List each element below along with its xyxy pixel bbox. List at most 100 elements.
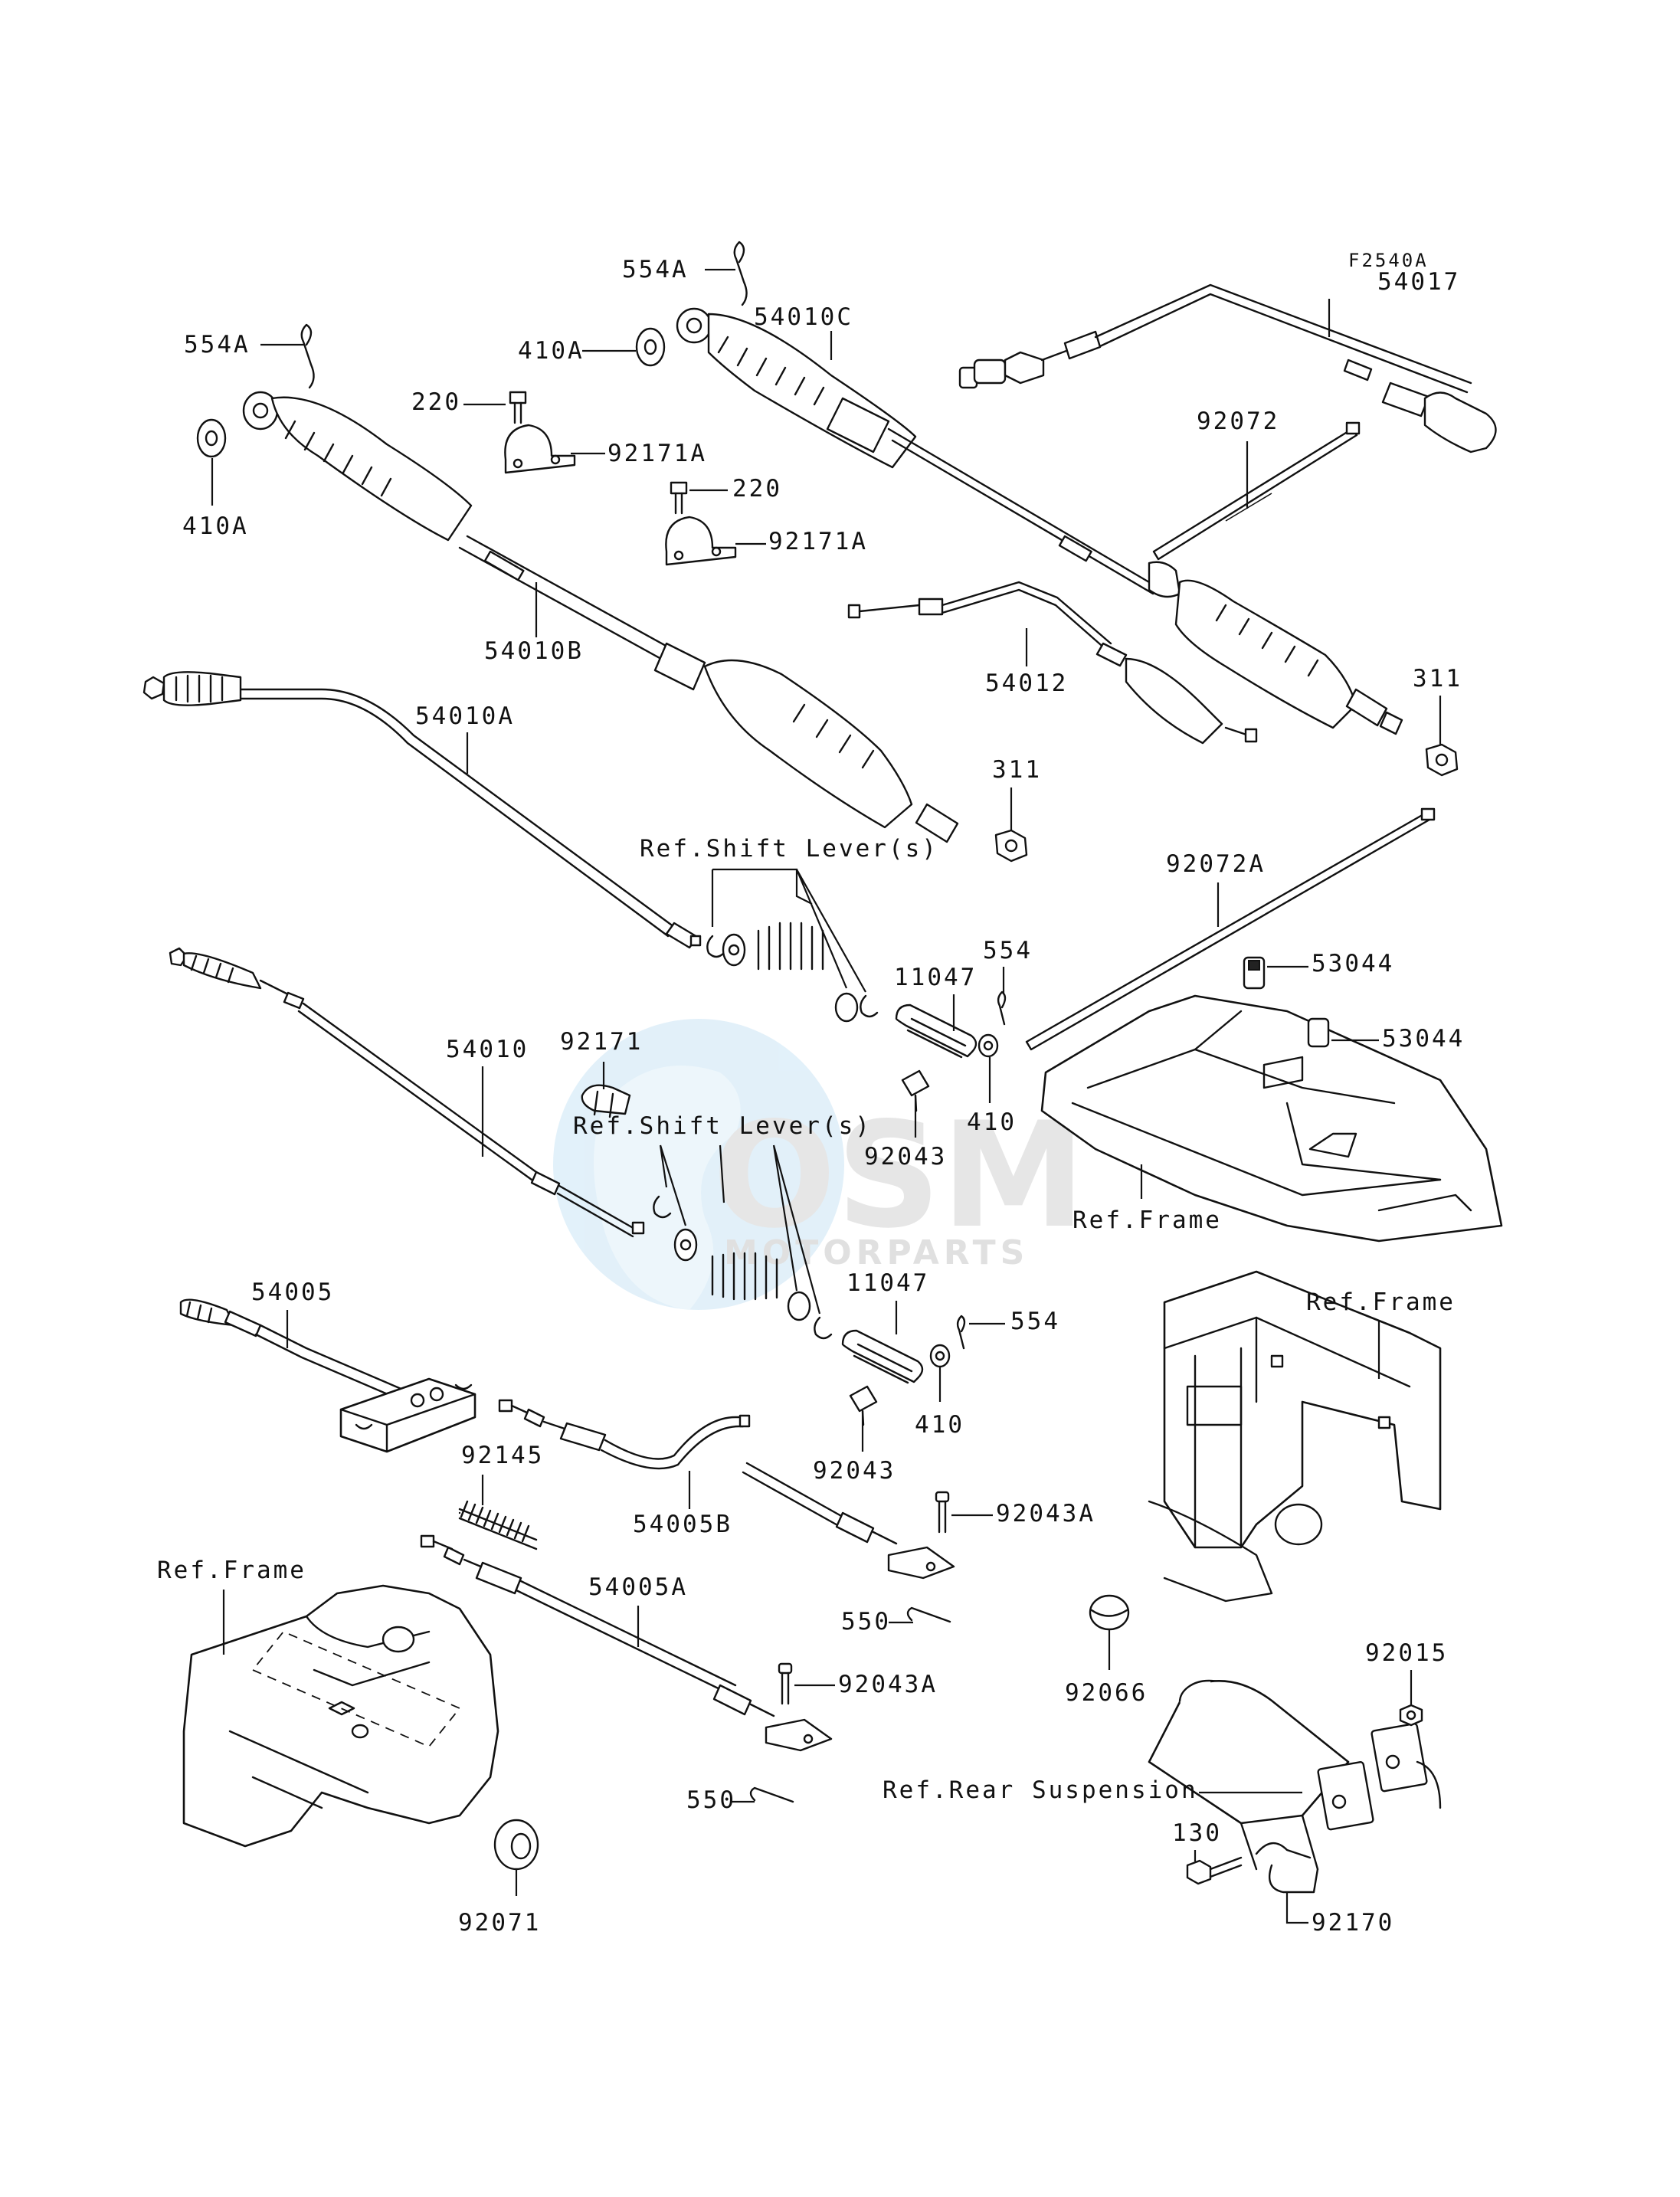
label-554-top: 554 xyxy=(983,937,1033,964)
label-550-upper: 550 xyxy=(841,1608,891,1635)
grommet-92071 xyxy=(493,1819,539,1871)
frame-top-right xyxy=(1040,994,1503,1243)
label-92015: 92015 xyxy=(1365,1639,1448,1667)
label-ref-shift-lever-2: Ref.Shift Lever(s) xyxy=(573,1112,872,1140)
clip-554A-top xyxy=(733,241,748,306)
grommet-53044-bottom xyxy=(1307,1017,1330,1048)
nut-311-right xyxy=(1425,743,1459,777)
cable-clevis-upper xyxy=(742,1462,955,1580)
label-54010A: 54010A xyxy=(415,702,515,730)
lever-11047-bottom xyxy=(841,1329,924,1384)
cotter-550-lower xyxy=(749,1786,794,1803)
pin-92043A-lower xyxy=(778,1662,793,1705)
cable-54010C xyxy=(676,307,1403,735)
label-ref-rear-suspension: Ref.Rear Suspension xyxy=(883,1776,1198,1804)
lever-11047-top xyxy=(895,1004,978,1059)
label-410A-left: 410A xyxy=(182,512,249,540)
label-53044-bottom: 53044 xyxy=(1382,1025,1465,1053)
label-54005B: 54005B xyxy=(633,1511,732,1538)
label-92171: 92171 xyxy=(560,1028,643,1056)
clamp-92171A-mid xyxy=(665,516,737,566)
cable-tie-92072 xyxy=(1152,421,1361,561)
label-92043A-lower: 92043A xyxy=(838,1671,938,1698)
label-554A-top: 554A xyxy=(622,256,689,283)
cable-54005B xyxy=(498,1399,751,1470)
label-11047-bottom: 11047 xyxy=(847,1269,929,1297)
label-410-bottom: 410 xyxy=(915,1411,964,1439)
label-92043-bottom: 92043 xyxy=(813,1457,896,1485)
grommet-53044-top xyxy=(1243,956,1266,990)
label-92145: 92145 xyxy=(461,1442,544,1469)
cotter-554-bottom xyxy=(956,1315,966,1350)
label-ref-frame-2: Ref.Frame xyxy=(157,1557,306,1584)
clip-92171 xyxy=(581,1084,631,1118)
label-92066: 92066 xyxy=(1065,1679,1148,1707)
cap-92066 xyxy=(1089,1594,1130,1631)
cable-54005 xyxy=(179,1298,415,1405)
label-554-bottom: 554 xyxy=(1010,1308,1060,1335)
label-54010C: 54010C xyxy=(754,303,853,331)
label-54010: 54010 xyxy=(446,1036,529,1063)
bolt-130 xyxy=(1186,1856,1243,1885)
label-92043A-upper: 92043A xyxy=(996,1500,1095,1527)
cable-54005A xyxy=(420,1534,833,1752)
pin-92170 xyxy=(1255,1842,1319,1894)
label-54010B: 54010B xyxy=(484,637,584,665)
cable-tie-92072A xyxy=(1025,807,1436,1051)
label-92071: 92071 xyxy=(458,1909,541,1937)
label-92171A-top: 92171A xyxy=(607,440,707,467)
label-92072A: 92072A xyxy=(1166,850,1266,878)
frame-bottom-right xyxy=(1148,1270,1442,1603)
label-11047-top: 11047 xyxy=(894,964,977,991)
label-54017: 54017 xyxy=(1377,268,1460,296)
cable-54010A xyxy=(142,671,702,949)
shift-lever-parts-1 xyxy=(706,922,879,1023)
cotter-554-top xyxy=(997,990,1007,1026)
label-410A-top: 410A xyxy=(518,337,585,365)
cable-bracket xyxy=(339,1377,476,1453)
washer-410-top xyxy=(978,1033,999,1058)
watermark-sub: MOTORPARTS xyxy=(724,1233,1029,1272)
cotter-550-upper xyxy=(906,1606,951,1623)
label-311-mid: 311 xyxy=(992,756,1042,784)
label-54005A: 54005A xyxy=(588,1573,688,1601)
label-410-top: 410 xyxy=(967,1108,1017,1136)
label-92072: 92072 xyxy=(1197,408,1279,435)
label-ref-frame-3: Ref.Frame xyxy=(1306,1288,1456,1316)
label-130: 130 xyxy=(1172,1819,1222,1847)
shift-lever-parts-2 xyxy=(653,1195,833,1340)
label-92170: 92170 xyxy=(1312,1909,1394,1937)
label-ref-shift-lever-1: Ref.Shift Lever(s) xyxy=(640,835,938,863)
frame-bottom-left xyxy=(182,1584,499,1848)
washer-410A-left xyxy=(196,418,227,458)
label-92043-top: 92043 xyxy=(864,1143,947,1171)
label-554A-left: 554A xyxy=(184,331,251,359)
label-220-mid: 220 xyxy=(732,475,782,503)
cable-54010 xyxy=(169,947,645,1238)
rear-suspension-bracket xyxy=(1148,1679,1442,1871)
watermark-brand: OSM xyxy=(712,1091,1086,1260)
cable-54017 xyxy=(958,283,1497,453)
label-53044-top: 53044 xyxy=(1312,950,1394,977)
watermark: OSM MOTORPARTS xyxy=(553,1019,1086,1310)
label-ref-frame-1: Ref.Frame xyxy=(1073,1207,1222,1234)
bolt-220-mid xyxy=(670,481,688,515)
bolt-220-top xyxy=(509,391,527,424)
label-311-right: 311 xyxy=(1413,665,1462,692)
diagram-code: F2540A xyxy=(1348,250,1429,271)
spring-92145 xyxy=(458,1500,538,1550)
clamp-92171A-top xyxy=(504,424,576,474)
label-54005: 54005 xyxy=(251,1279,334,1306)
label-92171A-mid: 92171A xyxy=(768,528,868,555)
label-220-top: 220 xyxy=(411,388,461,416)
clip-554A-left xyxy=(300,323,315,389)
nut-311-mid xyxy=(994,829,1028,863)
label-550-lower: 550 xyxy=(686,1786,736,1814)
label-54012: 54012 xyxy=(985,670,1068,697)
washer-410A-top xyxy=(635,327,666,367)
cable-54010B xyxy=(242,391,959,843)
nut-92015 xyxy=(1399,1704,1423,1727)
washer-410-bottom xyxy=(929,1344,951,1368)
pin-92043A-upper xyxy=(935,1491,950,1534)
